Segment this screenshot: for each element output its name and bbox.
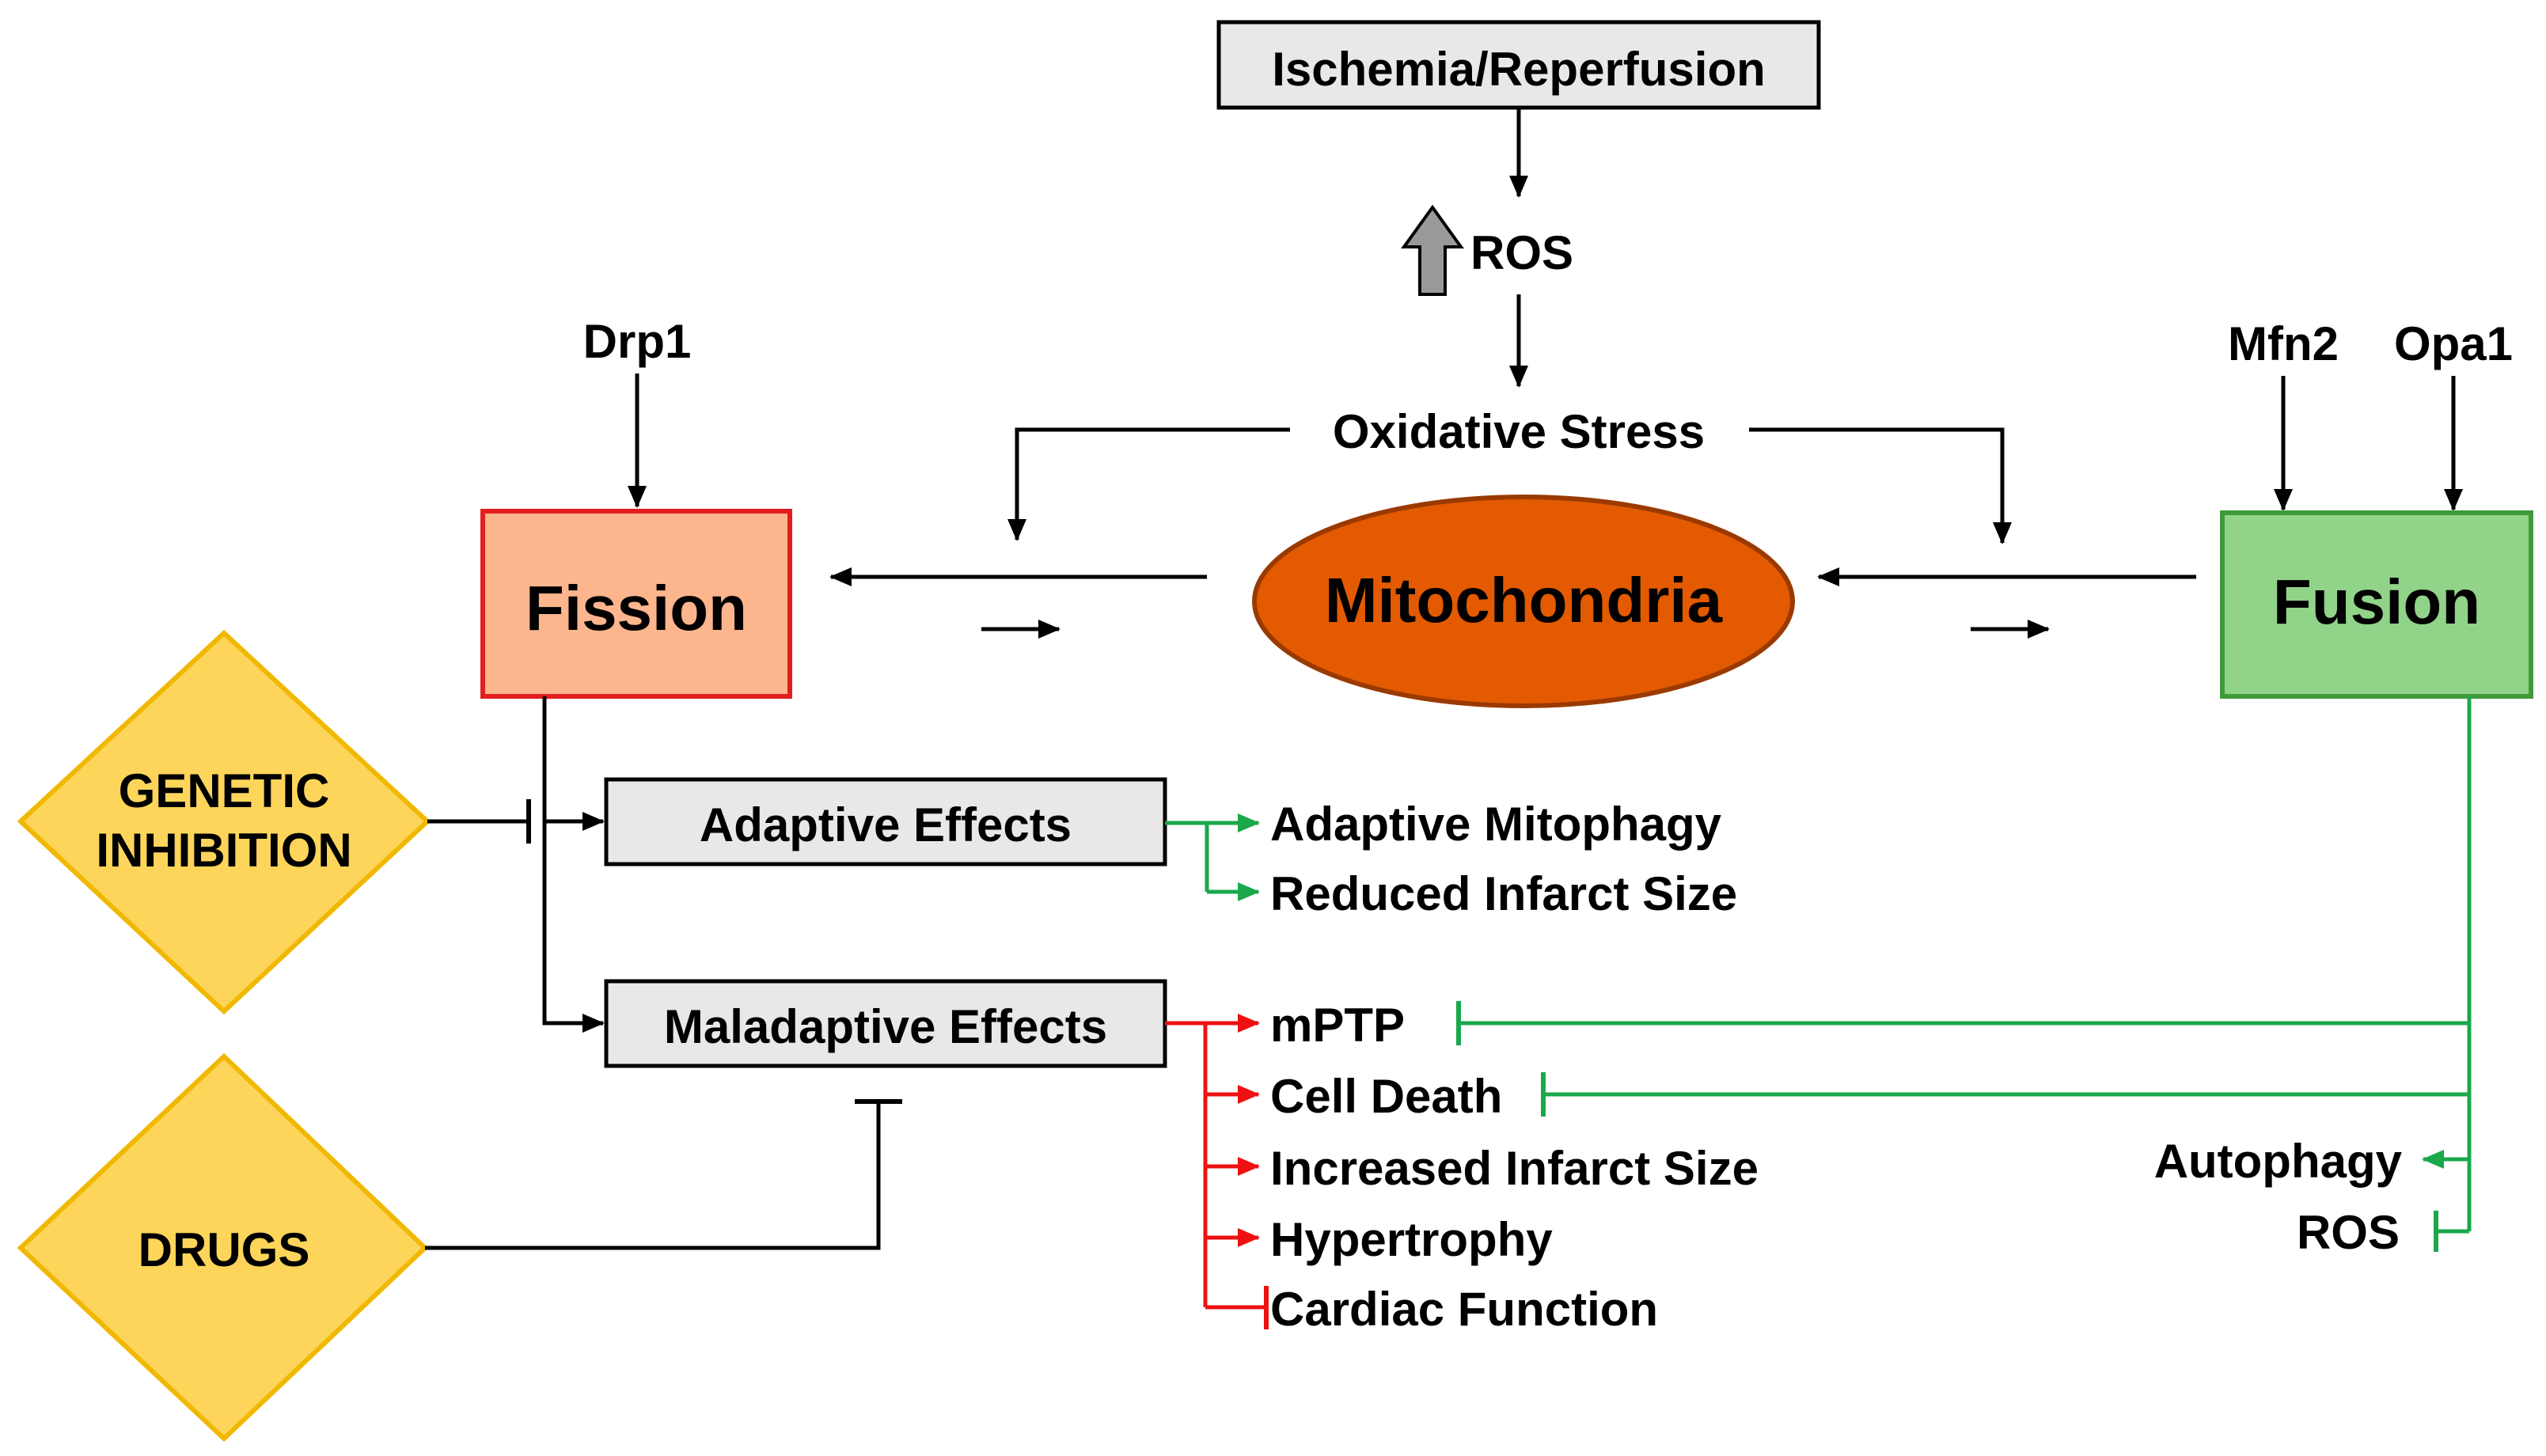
adaptive-outcome-0: Adaptive Mitophagy: [1270, 798, 1722, 851]
fusion-outcome-1: ROS: [2297, 1206, 2400, 1259]
drp1-label: Drp1: [583, 315, 692, 368]
maladaptive-outcome-2: Increased Infarct Size: [1270, 1142, 1759, 1195]
adaptive-outcome-1: Reduced Infarct Size: [1270, 867, 1737, 920]
adaptive-effects-box: [604, 777, 1167, 866]
up-arrow-icon: [1401, 204, 1464, 296]
maladaptive-outcome-3: Hypertrophy: [1270, 1213, 1553, 1266]
mitochondria-label: Mitochondria: [1325, 565, 1723, 635]
genetic-line1-label: GENETIC: [119, 764, 330, 817]
mfn2-label: Mfn2: [2228, 317, 2339, 370]
maladaptive-outcome-1: Cell Death: [1270, 1070, 1502, 1123]
oxidative-to-fission-link: [1007, 427, 1290, 541]
maladaptive-outcome-4: Cardiac Function: [1270, 1283, 1658, 1336]
maladaptive-outcome-0: mPTP: [1270, 999, 1405, 1052]
fusion-box: [2220, 510, 2533, 699]
drugs-label: DRUGS: [138, 1223, 310, 1276]
fission-box: [480, 509, 792, 699]
fusion-label: Fusion: [2273, 567, 2480, 637]
opa1-label: Opa1: [2394, 317, 2513, 370]
fission-to-maladaptive-link: [542, 696, 605, 1033]
drugs-diamond: [17, 1052, 429, 1443]
adaptive-branch-line: [1165, 821, 1209, 892]
genetic-line2-label: INHIBITION: [96, 824, 351, 877]
adaptive-effects-label: Adaptive Effects: [700, 798, 1072, 851]
ros-top-label: ROS: [1470, 226, 1573, 279]
fusion-outcome-0: Autophagy: [2154, 1135, 2403, 1188]
maladaptive-branch-line: [1165, 1021, 1208, 1307]
oxidative-stress-label: Oxidative Stress: [1333, 405, 1705, 458]
fission-label: Fission: [526, 573, 747, 643]
oxidative-to-fusion-link: [1749, 427, 2012, 544]
ischemia-box: [1216, 20, 1821, 110]
drugs-inhibition-link: [425, 1101, 881, 1250]
mitochondria-ellipse: [1252, 495, 1795, 708]
maladaptive-effects-label: Maladaptive Effects: [664, 1000, 1107, 1053]
genetic-inhibition-diamond: [17, 629, 431, 1015]
ischemia-label: Ischemia/Reperfusion: [1272, 43, 1766, 96]
